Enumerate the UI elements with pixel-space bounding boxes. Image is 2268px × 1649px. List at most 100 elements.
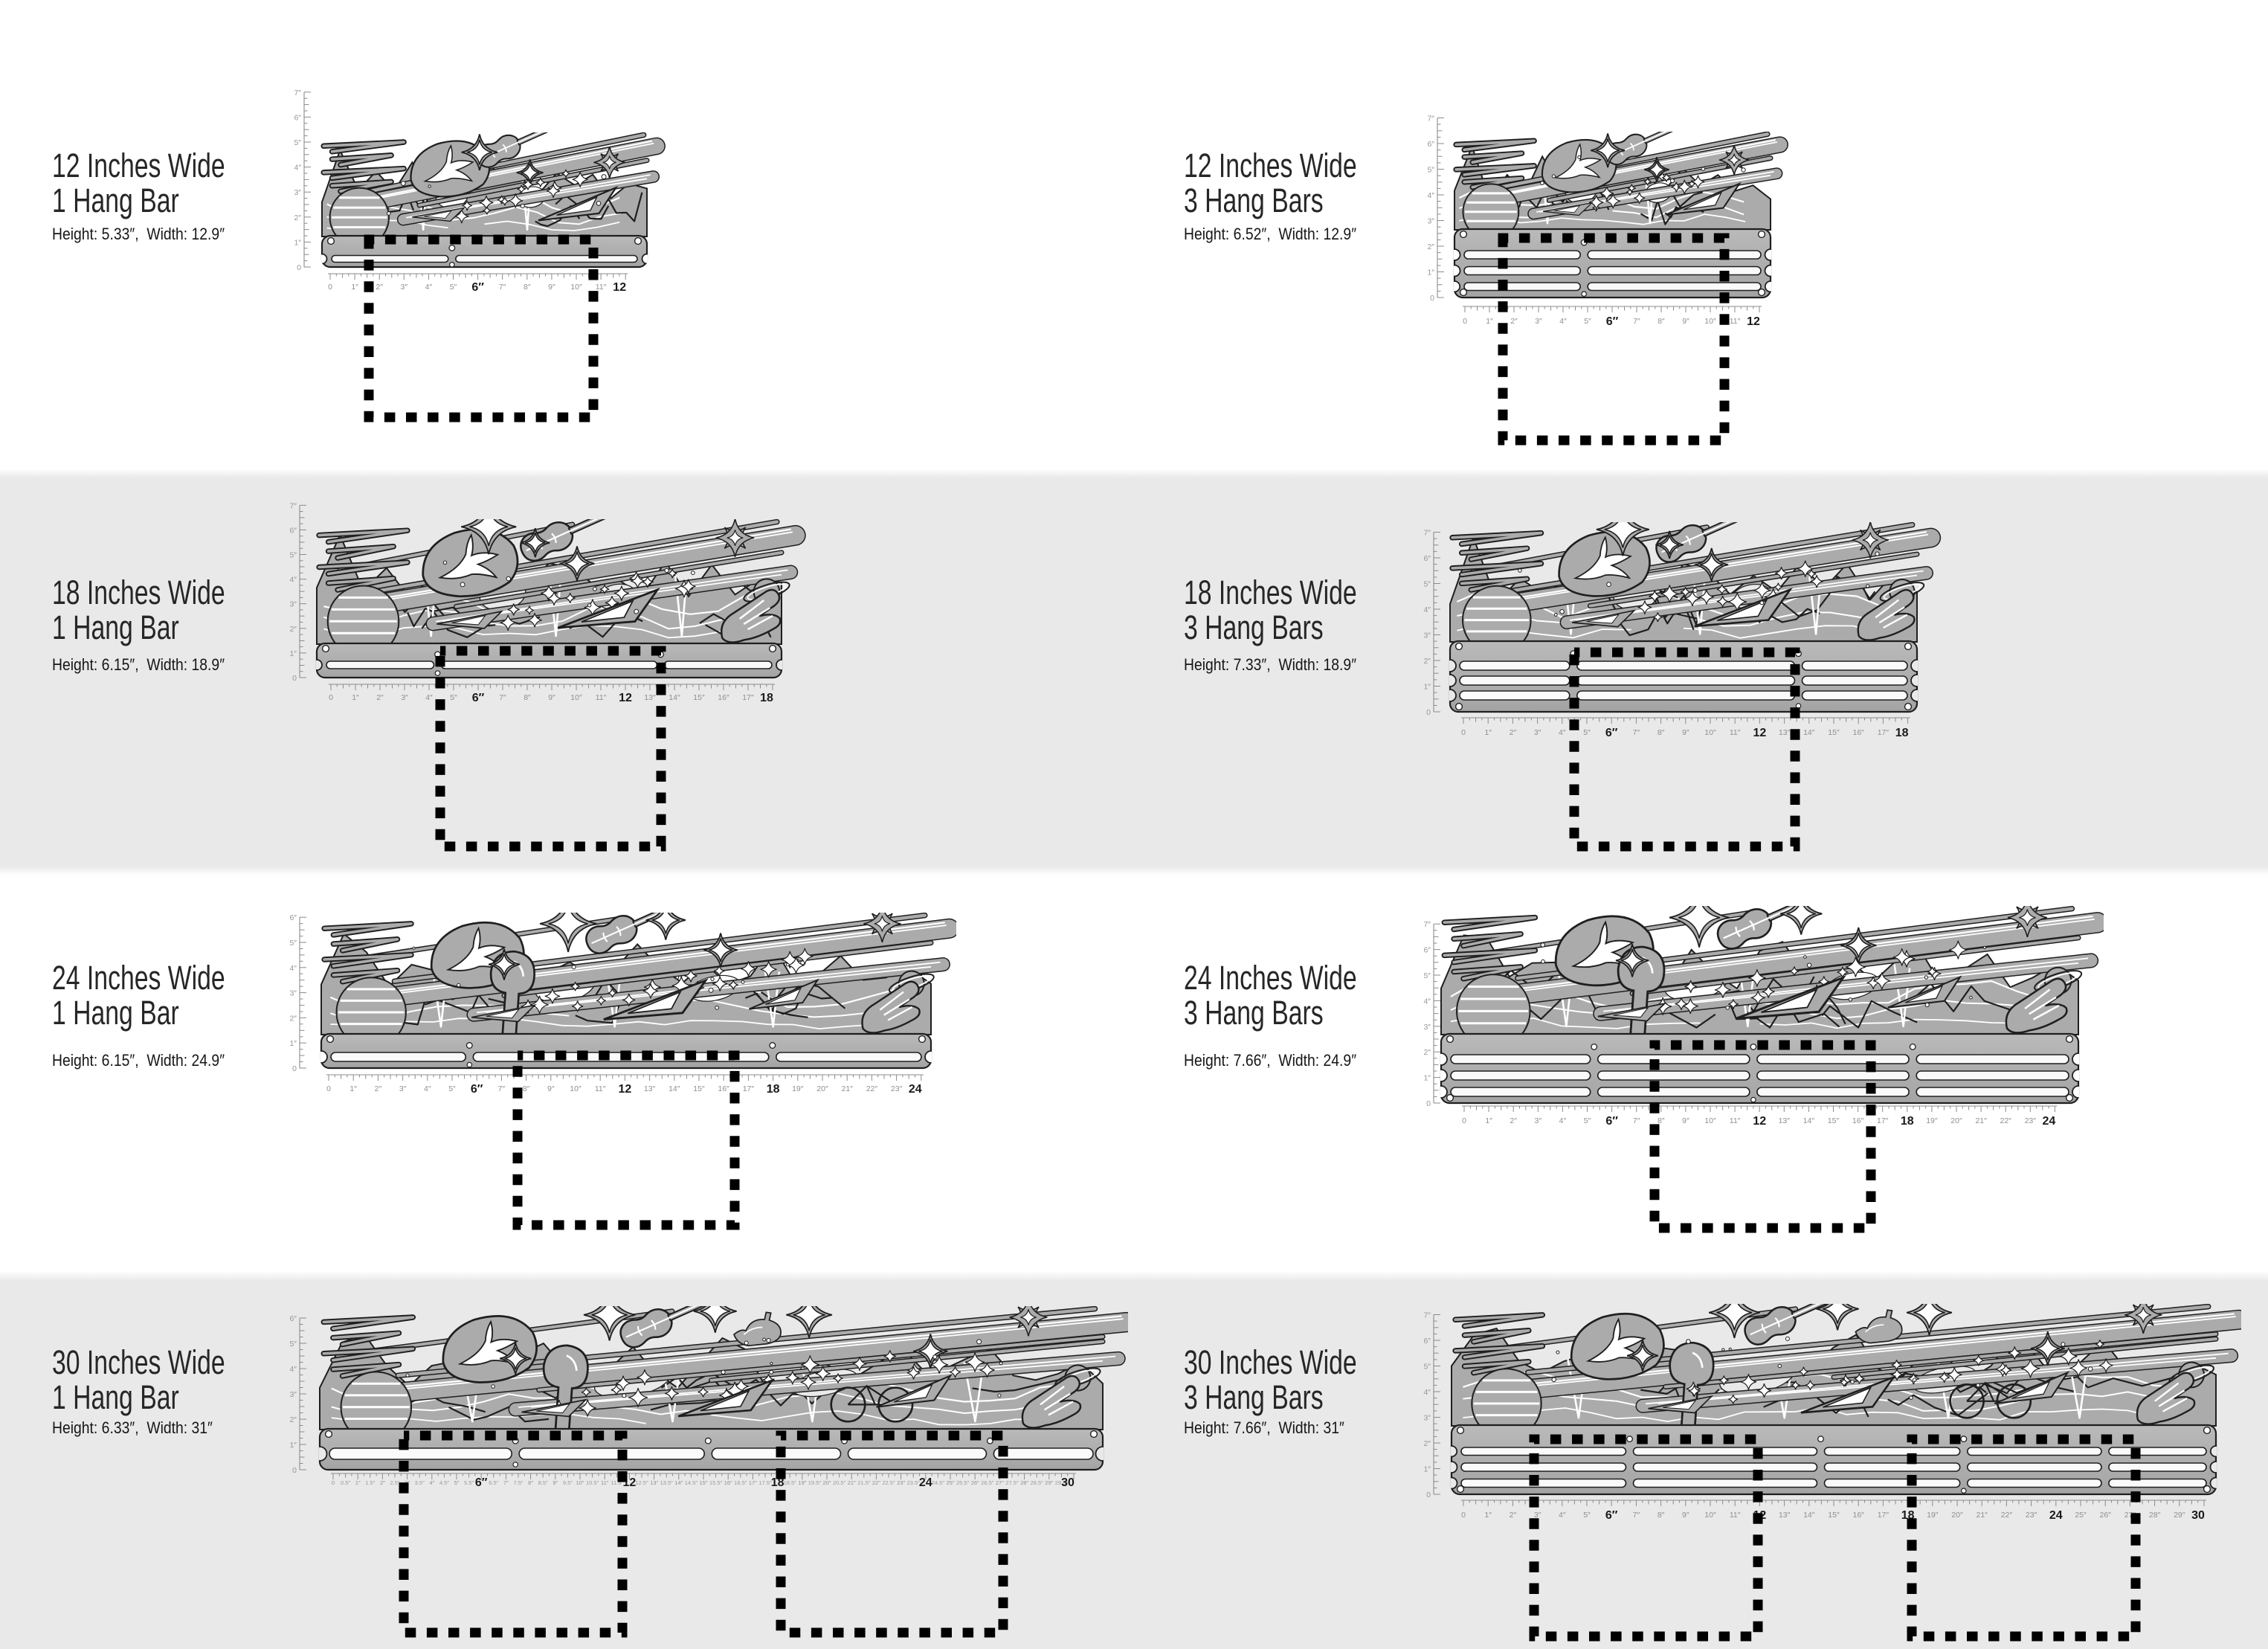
svg-text:9″: 9″ [1682, 728, 1689, 737]
svg-text:17″: 17″ [1878, 1511, 1890, 1520]
svg-text:3″: 3″ [1427, 217, 1434, 226]
svg-text:4″: 4″ [1559, 1116, 1567, 1125]
svg-text:5″: 5″ [450, 693, 457, 702]
svg-text:6″: 6″ [289, 1314, 297, 1323]
svg-text:9″: 9″ [552, 1479, 558, 1486]
svg-text:7″: 7″ [289, 501, 297, 510]
svg-text:4″: 4″ [425, 693, 433, 702]
svg-text:9.5″: 9.5″ [563, 1479, 573, 1486]
svg-text:0: 0 [1430, 294, 1434, 303]
svg-text:18.5″: 18.5″ [784, 1479, 797, 1486]
svg-text:21″: 21″ [1975, 1116, 1987, 1125]
svg-text:11.5″: 11.5″ [611, 1479, 623, 1486]
svg-text:14.5″: 14.5″ [685, 1479, 698, 1486]
svg-text:6″: 6″ [1423, 946, 1431, 955]
svg-text:15″: 15″ [1828, 1116, 1840, 1125]
svg-text:25.5″: 25.5″ [956, 1479, 970, 1486]
svg-text:0: 0 [1463, 317, 1467, 326]
svg-text:7″: 7″ [1427, 115, 1434, 123]
svg-text:2″: 2″ [1510, 728, 1517, 737]
svg-text:14″: 14″ [669, 693, 680, 702]
svg-text:0: 0 [292, 1466, 297, 1475]
svg-text:5″: 5″ [450, 283, 457, 292]
svg-text:11″: 11″ [595, 1084, 606, 1093]
svg-text:23″: 23″ [2026, 1511, 2037, 1520]
svg-text:1″: 1″ [1423, 683, 1431, 692]
svg-text:23″: 23″ [897, 1479, 905, 1486]
svg-text:0: 0 [1462, 1116, 1466, 1125]
svg-text:20.5″: 20.5″ [833, 1479, 846, 1486]
svg-text:23″: 23″ [2025, 1116, 2037, 1125]
svg-text:12: 12 [1753, 1115, 1766, 1128]
svg-text:17″: 17″ [742, 693, 754, 702]
svg-text:8″: 8″ [1657, 317, 1665, 326]
svg-text:0: 0 [326, 1084, 331, 1093]
svg-text:5″: 5″ [1423, 971, 1431, 980]
svg-text:20″: 20″ [1951, 1511, 1963, 1520]
svg-text:2″: 2″ [1423, 1439, 1431, 1448]
svg-text:1″: 1″ [1423, 1074, 1431, 1083]
svg-text:23.5″: 23.5″ [907, 1479, 921, 1486]
svg-text:13.5″: 13.5″ [660, 1479, 674, 1486]
svg-text:6″: 6″ [1605, 1509, 1618, 1522]
svg-text:5″: 5″ [289, 939, 297, 948]
svg-text:0: 0 [332, 1479, 335, 1486]
svg-text:29″: 29″ [1045, 1479, 1053, 1486]
svg-text:1″: 1″ [1486, 317, 1493, 326]
svg-text:3″: 3″ [289, 600, 297, 609]
svg-text:24: 24 [909, 1083, 922, 1096]
svg-text:5″: 5″ [289, 1340, 297, 1349]
svg-text:1″: 1″ [289, 649, 297, 658]
svg-text:2″: 2″ [1427, 242, 1434, 251]
svg-text:1″: 1″ [1484, 1511, 1492, 1520]
svg-text:10″: 10″ [570, 1084, 582, 1093]
svg-text:30: 30 [2191, 1509, 2205, 1522]
svg-text:2″: 2″ [1423, 1048, 1431, 1057]
svg-text:3″: 3″ [401, 693, 408, 702]
svg-text:20″: 20″ [816, 1084, 828, 1093]
svg-text:5″: 5″ [294, 138, 301, 147]
svg-text:4″: 4″ [289, 1365, 297, 1374]
svg-text:6″: 6″ [294, 113, 301, 122]
svg-text:13″: 13″ [1779, 1116, 1791, 1125]
svg-text:7″: 7″ [1633, 1511, 1640, 1520]
svg-text:7″: 7″ [498, 1084, 506, 1093]
svg-text:11″: 11″ [596, 283, 607, 292]
svg-text:17″: 17″ [743, 1084, 755, 1093]
svg-text:14″: 14″ [669, 1084, 680, 1093]
svg-text:7″: 7″ [1633, 317, 1640, 326]
svg-text:6″: 6″ [1427, 140, 1434, 149]
svg-text:9″: 9″ [1682, 1116, 1689, 1125]
svg-text:3″: 3″ [1423, 1023, 1431, 1032]
svg-text:0: 0 [297, 263, 301, 272]
svg-text:16″: 16″ [1852, 1116, 1864, 1125]
svg-text:19″: 19″ [1926, 1116, 1938, 1125]
svg-text:22″: 22″ [866, 1084, 878, 1093]
svg-text:19″: 19″ [1927, 1511, 1939, 1520]
svg-text:13″: 13″ [650, 1479, 658, 1486]
svg-text:7″: 7″ [499, 693, 506, 702]
svg-text:0: 0 [1461, 1511, 1466, 1520]
svg-text:5″: 5″ [448, 1084, 456, 1093]
svg-text:15″: 15″ [1828, 1511, 1840, 1520]
svg-text:2″: 2″ [376, 283, 383, 292]
svg-text:7″: 7″ [1633, 728, 1640, 737]
svg-text:21.5″: 21.5″ [857, 1479, 871, 1486]
svg-text:13″: 13″ [644, 693, 656, 702]
svg-text:2″: 2″ [1510, 1116, 1517, 1125]
svg-text:1″: 1″ [355, 1479, 361, 1486]
svg-text:3″: 3″ [1423, 1414, 1431, 1423]
svg-text:27.5″: 27.5″ [1005, 1479, 1019, 1486]
svg-text:28.5″: 28.5″ [1031, 1479, 1044, 1486]
svg-text:2″: 2″ [380, 1479, 385, 1486]
svg-text:21″: 21″ [1976, 1511, 1988, 1520]
svg-text:22.5″: 22.5″ [882, 1479, 895, 1486]
svg-text:6″: 6″ [289, 913, 297, 922]
svg-text:6″: 6″ [471, 281, 484, 294]
svg-text:4″: 4″ [1423, 605, 1431, 614]
svg-text:13″: 13″ [1779, 1511, 1791, 1520]
svg-text:28″: 28″ [1020, 1479, 1028, 1486]
svg-text:4″: 4″ [429, 1479, 434, 1486]
svg-text:1″: 1″ [351, 283, 358, 292]
svg-text:10″: 10″ [1704, 1511, 1716, 1520]
